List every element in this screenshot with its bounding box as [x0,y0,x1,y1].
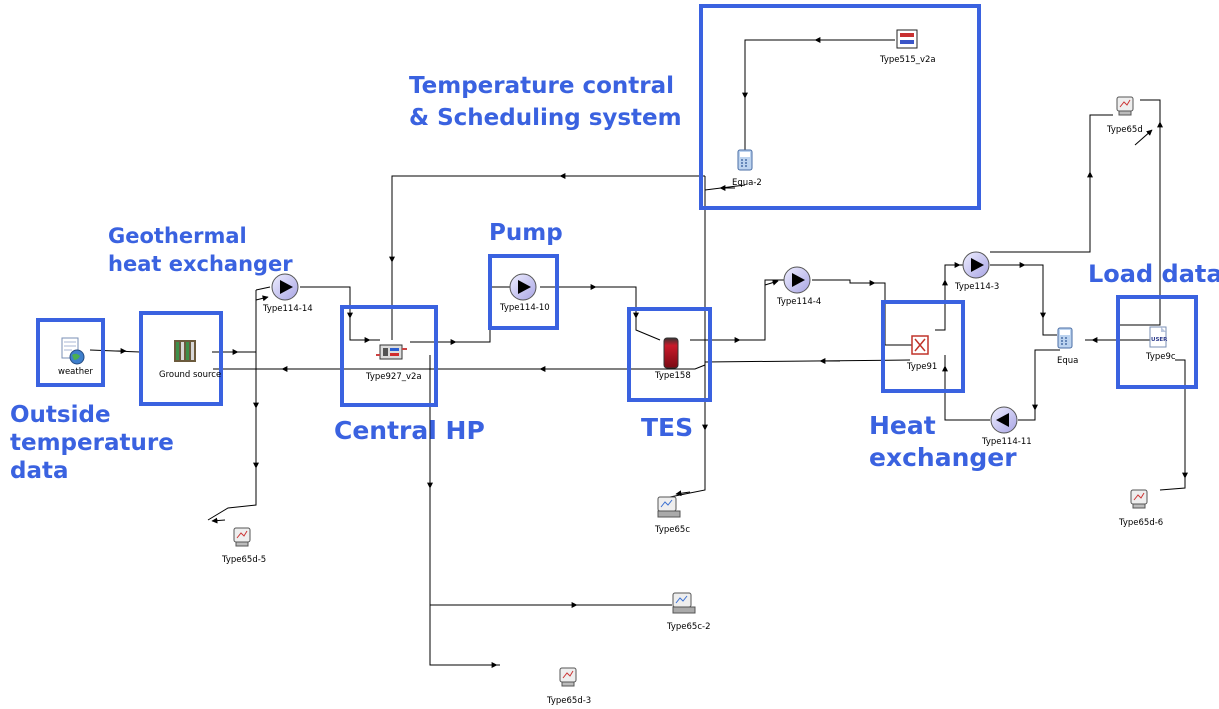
pump-icon-114-14[interactable] [271,273,299,301]
label-type114-14: Type114-14 [263,304,313,314]
wire-hx-pump3 [935,264,965,331]
wire-pump3-out [990,264,1057,336]
wire-return-ground [213,364,706,370]
data-reader-icon[interactable]: USER [1149,326,1168,348]
plotter-icon-65c[interactable] [657,496,681,518]
label-type114-3: Type114-3 [955,282,1000,292]
annotation-central-hp: Central HP [334,416,485,445]
label-type91: Type91 [907,362,938,372]
pump-icon-114-3[interactable] [962,251,990,279]
annotation-heat-exchanger: Heat exchanger [869,411,1017,472]
plotter-icon-65c-2[interactable] [672,592,696,614]
highlight-boxes [36,4,1198,407]
tank-icon[interactable] [663,337,679,369]
calculator-icon-equa-2[interactable] [737,149,753,171]
wire-tes-vertical [669,176,706,498]
label-weather: weather [58,367,93,377]
annotation-tes: TES [641,413,694,442]
box-heat-exchanger [881,300,965,393]
pump-icon-114-10[interactable] [509,273,537,301]
plotter-icon-65d[interactable] [1116,96,1134,116]
wire-hx-return [704,359,911,363]
wire-type9c-65d6 [1159,359,1186,491]
box-load-data [1116,295,1198,389]
box-ground-source [139,311,223,406]
ground-source-icon[interactable] [174,340,196,362]
label-type114-4: Type114-4 [777,297,822,307]
wire-to-type65d [990,114,1113,253]
annotation-geothermal: Geothermal heat exchanger [108,224,293,276]
wire-control [744,39,895,150]
wire-hp-pump10 [410,286,510,343]
wire-hp-down [429,355,500,666]
label-type515: Type515_v2a [880,55,936,65]
label-type9c: Type9c [1146,352,1176,362]
label-type65d-5: Type65d-5 [222,555,267,565]
label-type114-11: Type114-11 [982,437,1032,447]
label-type65d: Type65d [1107,125,1143,135]
label-equa: Equa [1057,356,1079,366]
box-central-hp [340,305,438,407]
label-type927: Type927_v2a [366,372,422,382]
connection-lines [89,37,1188,668]
label-type65c: Type65c [655,525,691,535]
annotation-temperature-control: Temperature contral & Scheduling system [409,73,682,131]
box-tes [627,307,712,402]
label-ground-source: Ground source [159,370,222,380]
label-type65c-2: Type65c-2 [667,622,711,632]
calculator-icon-equa[interactable] [1057,327,1073,349]
schedule-icon[interactable] [896,29,918,49]
user-icon-text: USER [1151,337,1168,343]
box-control-system [699,4,981,210]
box-weather [36,318,105,387]
box-pump [488,254,559,330]
annotation-pump: Pump [489,220,563,246]
wire-pump4-hx [812,279,912,346]
pump-icon-114-4[interactable] [783,266,811,294]
label-type158: Type158 [655,371,691,381]
heat-exchanger-icon[interactable] [911,335,929,355]
weather-icon[interactable] [61,337,85,365]
heat-pump-icon[interactable] [376,344,407,360]
annotation-load-data: Load data [1088,260,1219,288]
label-equa-2: Equa-2 [732,178,762,188]
wire-hp-control [391,175,705,340]
label-type114-10: Type114-10 [500,303,550,313]
plotter-icon-65d-5[interactable] [233,527,251,547]
label-type65d-3: Type65d-3 [547,696,592,706]
wire-equa-pump11 [1018,349,1060,421]
plotter-icon-65d-6[interactable] [1130,489,1148,509]
plotter-icon-65d-3[interactable] [559,667,577,687]
annotation-outside-temperature: Outside temperature data [10,402,174,484]
label-type65d-6: Type65d-6 [1119,518,1164,528]
pump-icon-114-11[interactable] [990,406,1018,434]
